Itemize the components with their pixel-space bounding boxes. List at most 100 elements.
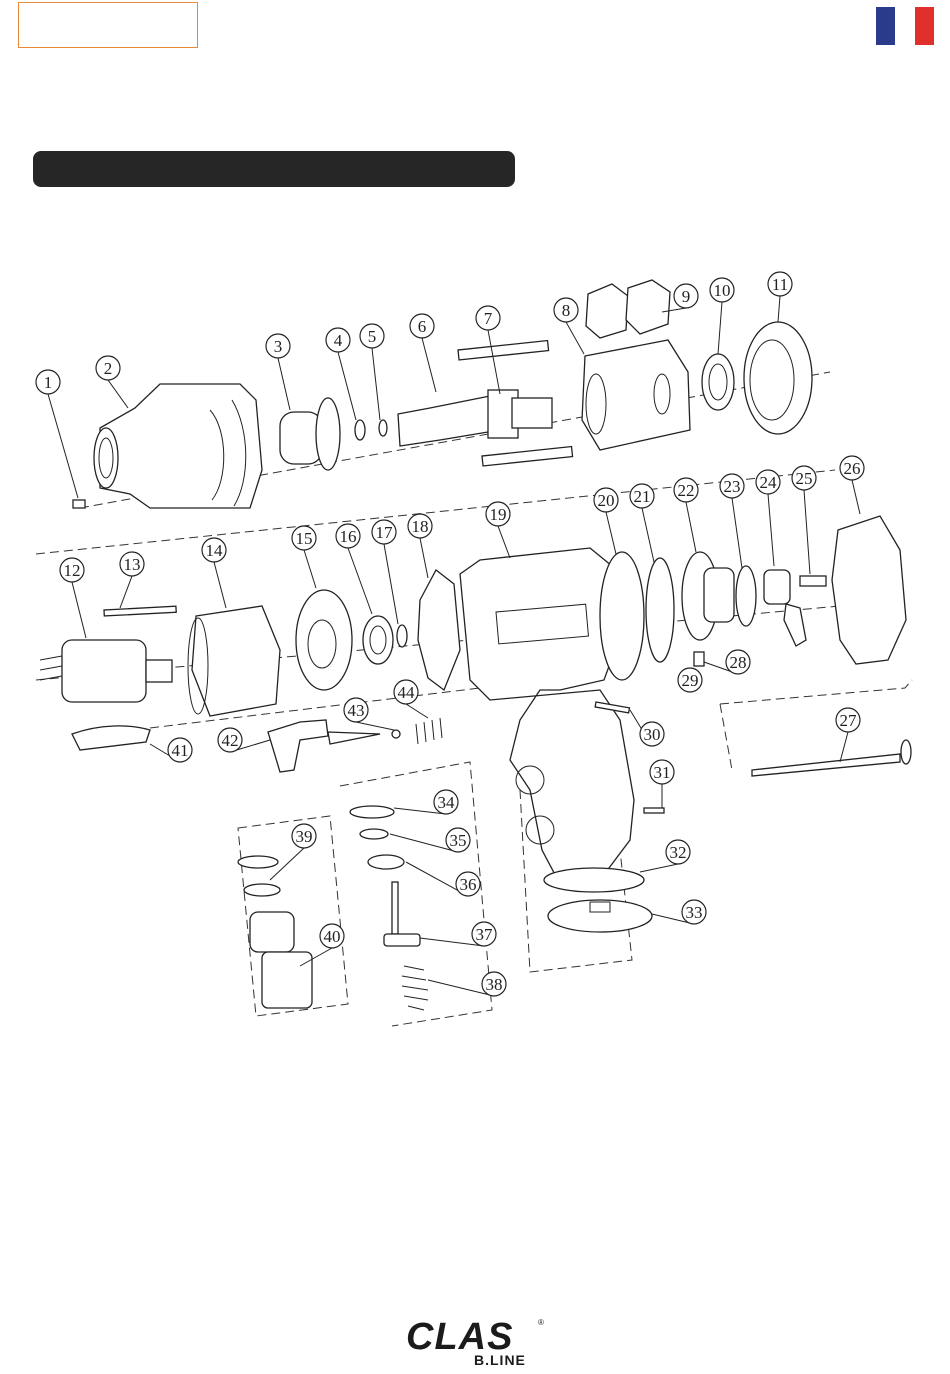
callout-37: 37 <box>420 922 496 946</box>
leader-line <box>642 508 654 562</box>
callout-18: 18 <box>408 514 432 578</box>
callout-number: 1 <box>44 373 53 392</box>
callout-12: 12 <box>60 558 86 638</box>
leader-line <box>48 394 78 498</box>
callout-31: 31 <box>650 760 674 808</box>
callout-number: 23 <box>724 477 741 496</box>
callout-number: 42 <box>222 731 239 750</box>
leader-line <box>686 502 696 552</box>
callout-number: 12 <box>64 561 81 580</box>
callout-number: 28 <box>730 653 747 672</box>
leader-line <box>640 864 678 872</box>
part-21-o-ring <box>646 558 674 662</box>
part-34-ring <box>350 806 394 818</box>
leader-line <box>304 550 316 588</box>
callout-29: 29 <box>678 668 702 692</box>
callout-number: 15 <box>296 529 313 548</box>
leader-line <box>372 348 380 420</box>
callout-34: 34 <box>394 790 458 814</box>
part-15-end-plate <box>296 590 352 690</box>
callout-number: 8 <box>562 301 571 320</box>
callout-42: 42 <box>218 728 270 752</box>
part-6-anvil <box>398 390 552 446</box>
callout-number: 21 <box>634 487 651 506</box>
leader-line <box>422 338 436 392</box>
leader-line <box>384 544 398 624</box>
callout-30: 30 <box>630 710 664 746</box>
part-4-ring <box>355 420 365 440</box>
clas-bline-logo: CLAS ® B.LINE <box>398 1316 554 1366</box>
callout-number: 13 <box>124 555 141 574</box>
part-17-ring <box>397 625 407 647</box>
callout-number: 36 <box>460 875 477 894</box>
part-10-bearing <box>702 354 734 410</box>
callout-39: 39 <box>270 824 316 880</box>
callout-number: 11 <box>772 275 788 294</box>
part-8-hammer-cage <box>582 340 690 450</box>
callout-number: 29 <box>682 671 699 690</box>
callout-number: 41 <box>172 741 189 760</box>
callout-38: 38 <box>428 972 506 996</box>
leader-line <box>488 330 500 394</box>
leader-line <box>348 548 372 614</box>
callout-8: 8 <box>554 298 584 354</box>
callout-36: 36 <box>406 862 480 896</box>
part-12-rotor <box>40 640 172 702</box>
callout-26: 26 <box>840 456 864 514</box>
part-36-seat <box>368 855 404 869</box>
leader-line <box>420 538 428 578</box>
leader-line <box>566 322 584 354</box>
callout-13: 13 <box>120 552 144 608</box>
callout-28: 28 <box>704 650 750 674</box>
leader-line <box>278 358 290 410</box>
part-20-gasket <box>600 552 644 680</box>
part-14-cylinder <box>188 606 280 716</box>
callout-number: 27 <box>840 711 858 730</box>
callout-number: 10 <box>714 281 731 300</box>
callout-20: 20 <box>594 488 618 554</box>
callout-5: 5 <box>360 324 384 420</box>
part-42-trigger <box>268 720 380 772</box>
leader-line <box>804 490 810 574</box>
part-9-hammers <box>586 280 670 338</box>
part-25-screw <box>800 576 826 586</box>
leader-line <box>498 526 510 558</box>
part-27-bolt <box>752 740 911 776</box>
callout-number: 33 <box>686 903 703 922</box>
callout-number: 9 <box>682 287 691 306</box>
callout-number: 19 <box>490 505 507 524</box>
part-40-regulator <box>250 912 312 1008</box>
callout-3: 3 <box>266 334 290 410</box>
callout-number: 39 <box>296 827 313 846</box>
part-3-bushing <box>280 398 340 470</box>
leader-line <box>406 704 428 718</box>
callout-25: 25 <box>792 466 816 574</box>
part-5-ring <box>379 420 387 436</box>
callout-number: 26 <box>844 459 861 478</box>
part-38-spring <box>402 966 428 1010</box>
leader-line <box>72 582 86 638</box>
part-2-hammer-case <box>94 384 262 508</box>
leader-line <box>214 562 226 608</box>
callout-2: 2 <box>96 356 128 408</box>
flag-stripe-white <box>895 7 914 45</box>
callout-number: 43 <box>348 701 365 720</box>
part-23-o-ring <box>736 566 756 626</box>
leader-line <box>768 494 774 566</box>
callout-23: 23 <box>720 474 744 568</box>
callout-number: 22 <box>678 481 695 500</box>
part-33-end-cap <box>548 900 652 932</box>
leader-line <box>606 512 616 554</box>
french-flag-icon[interactable] <box>876 7 934 45</box>
part-43-ring <box>392 730 400 738</box>
callout-number: 30 <box>644 725 661 744</box>
part-22-reverse-valve <box>682 552 734 640</box>
callout-number: 16 <box>340 527 357 546</box>
callout-number: 31 <box>654 763 671 782</box>
callout-21: 21 <box>630 484 654 562</box>
leader-line <box>338 352 356 420</box>
callout-number: 14 <box>206 541 224 560</box>
part-11-front-cover <box>744 322 812 434</box>
callout-number: 17 <box>376 523 394 542</box>
header-box <box>18 2 198 48</box>
